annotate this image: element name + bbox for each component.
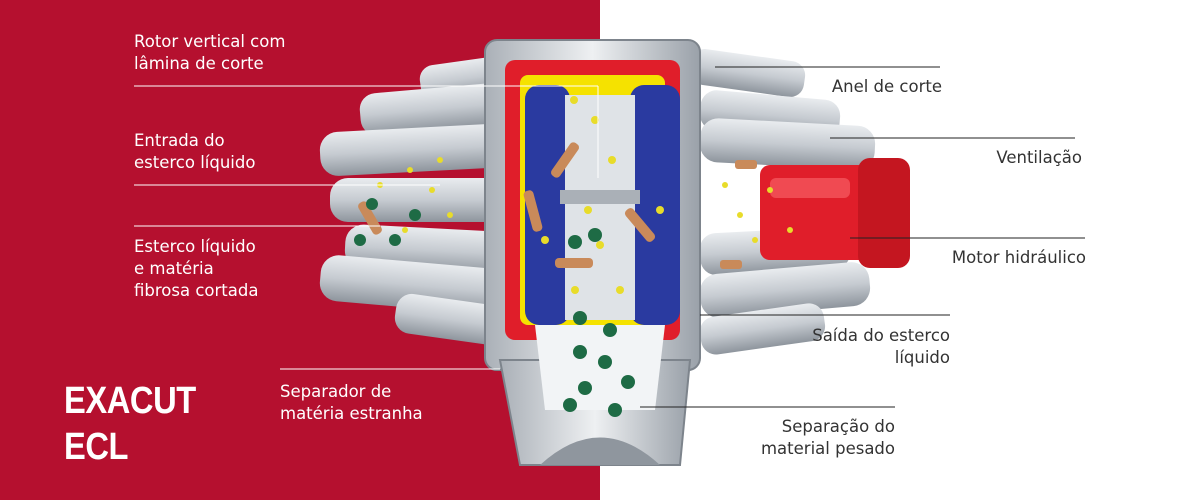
- brand-line-2: ECL: [64, 426, 129, 468]
- label-cutting-ring: Anel de corte: [831, 77, 942, 96]
- label-hydraulic-motor: Motor hidráulico: [951, 248, 1086, 267]
- fiber-particles: [358, 142, 757, 269]
- liquid-particles: [377, 96, 793, 294]
- label-outlet: Saída do esterco líquido: [812, 326, 950, 367]
- label-inlet: Entrada do esterco líquido: [134, 131, 256, 172]
- label-cut-material: Esterco líquido e matéria fibrosa cortad…: [134, 237, 259, 300]
- callout-lines-right: [640, 66, 1085, 408]
- foreign-matter-separator: [535, 325, 665, 410]
- label-ventilation: Ventilação: [996, 148, 1082, 167]
- heavy-particles: [354, 198, 635, 417]
- label-separator: Separador de matéria estranha: [280, 382, 423, 423]
- label-rotor: Rotor vertical com lâmina de corte: [134, 32, 286, 73]
- label-heavy-separation: Separação do material pesado: [760, 417, 895, 458]
- hydraulic-motor: [760, 158, 910, 268]
- brand-line-1: EXACUT: [64, 380, 196, 422]
- callout-lines: [134, 85, 599, 370]
- vertical-rotor: [525, 85, 680, 325]
- brand-title: EXACUT ECL: [64, 378, 196, 470]
